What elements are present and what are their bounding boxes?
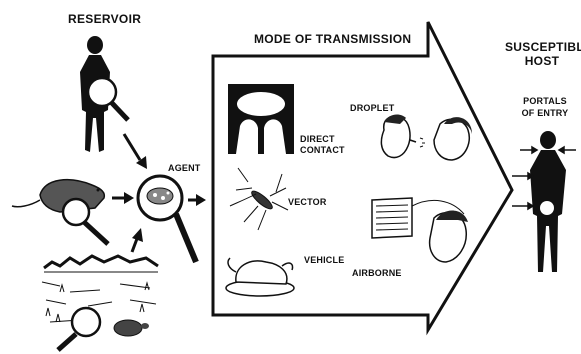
portal-of-entry-marker [540, 201, 554, 215]
air-vent-icon [372, 198, 468, 262]
agent-label: AGENT [168, 163, 201, 174]
magnifying-glass-icon [63, 199, 108, 244]
portals-label-line1: PORTALS [515, 96, 575, 107]
sneezing-faces-icon [381, 115, 472, 160]
vector-label: VECTOR [288, 197, 327, 208]
mosquito-icon [230, 168, 288, 230]
airborne-label: AIRBORNE [352, 268, 402, 279]
magnifying-glass-icon [58, 308, 100, 350]
vehicle-label: VEHICLE [304, 255, 344, 266]
direct-contact-label-line2: CONTACT [300, 145, 345, 156]
turkey-icon [226, 258, 294, 296]
host-title-line1: SUSCEPTIBL [505, 40, 579, 54]
microbe-icon [138, 176, 196, 262]
reservoir-title: RESERVOIR [68, 12, 141, 26]
droplet-label: DROPLET [350, 103, 394, 114]
portals-label-line2: OF ENTRY [515, 108, 575, 119]
direct-contact-label-line1: DIRECT [300, 134, 335, 145]
marsh-icon [42, 256, 158, 324]
host-title-line2: HOST [505, 54, 579, 68]
rat-icon [12, 180, 104, 212]
turtle-icon [114, 320, 149, 336]
transmission-title: MODE OF TRANSMISSION [254, 32, 411, 46]
transmission-arrow [213, 22, 512, 330]
hands-icon [228, 84, 294, 154]
